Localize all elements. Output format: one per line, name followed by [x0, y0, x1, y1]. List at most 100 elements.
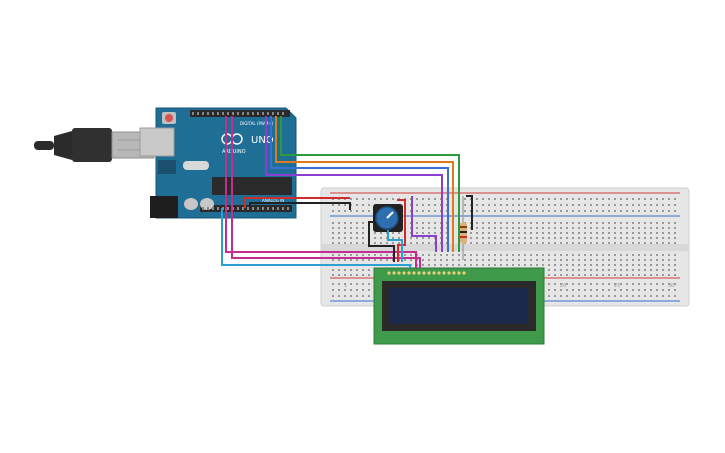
breadboard-hole[interactable]: [662, 295, 664, 297]
breadboard-hole[interactable]: [392, 242, 394, 244]
breadboard-hole[interactable]: [578, 274, 580, 276]
breadboard-hole[interactable]: [608, 254, 610, 256]
resistor[interactable]: [460, 196, 467, 260]
breadboard-hole[interactable]: [608, 259, 610, 261]
breadboard-hole[interactable]: [434, 222, 436, 224]
breadboard-hole[interactable]: [590, 227, 592, 229]
breadboard-hole[interactable]: [434, 210, 436, 212]
breadboard-hole[interactable]: [614, 274, 616, 276]
breadboard-hole[interactable]: [548, 259, 550, 261]
breadboard-hole[interactable]: [488, 222, 490, 224]
breadboard-hole[interactable]: [368, 283, 370, 285]
breadboard-hole[interactable]: [332, 237, 334, 239]
breadboard-hole[interactable]: [620, 204, 622, 206]
breadboard-hole[interactable]: [656, 222, 658, 224]
breadboard-hole[interactable]: [572, 232, 574, 234]
breadboard-hole[interactable]: [554, 232, 556, 234]
breadboard-hole[interactable]: [554, 259, 556, 261]
breadboard-hole[interactable]: [644, 204, 646, 206]
breadboard-hole[interactable]: [644, 227, 646, 229]
breadboard-hole[interactable]: [506, 242, 508, 244]
breadboard-hole[interactable]: [530, 264, 532, 266]
breadboard-hole[interactable]: [500, 237, 502, 239]
lcd-pin[interactable]: [407, 271, 411, 275]
breadboard-hole[interactable]: [560, 198, 562, 200]
breadboard-hole[interactable]: [566, 242, 568, 244]
breadboard-hole[interactable]: [518, 198, 520, 200]
breadboard-hole[interactable]: [356, 237, 358, 239]
breadboard-hole[interactable]: [578, 295, 580, 297]
breadboard-hole[interactable]: [650, 198, 652, 200]
breadboard-hole[interactable]: [494, 232, 496, 234]
breadboard-hole[interactable]: [620, 227, 622, 229]
lcd-pin[interactable]: [462, 271, 466, 275]
breadboard-hole[interactable]: [542, 259, 544, 261]
breadboard-hole[interactable]: [332, 232, 334, 234]
breadboard-hole[interactable]: [488, 204, 490, 206]
breadboard-hole[interactable]: [662, 274, 664, 276]
breadboard-hole[interactable]: [638, 289, 640, 291]
breadboard-hole[interactable]: [452, 259, 454, 261]
breadboard-hole[interactable]: [584, 264, 586, 266]
breadboard-hole[interactable]: [548, 237, 550, 239]
breadboard-hole[interactable]: [506, 204, 508, 206]
breadboard-hole[interactable]: [638, 274, 640, 276]
breadboard-hole[interactable]: [644, 237, 646, 239]
digital-pin[interactable]: [197, 112, 199, 115]
breadboard-hole[interactable]: [632, 254, 634, 256]
breadboard-hole[interactable]: [332, 227, 334, 229]
breadboard-hole[interactable]: [662, 210, 664, 212]
power-analog-pin[interactable]: [212, 207, 214, 210]
breadboard-hole[interactable]: [608, 222, 610, 224]
breadboard-hole[interactable]: [410, 242, 412, 244]
power-analog-pin[interactable]: [257, 207, 259, 210]
breadboard-hole[interactable]: [626, 222, 628, 224]
breadboard-hole[interactable]: [356, 259, 358, 261]
breadboard-hole[interactable]: [368, 198, 370, 200]
breadboard-hole[interactable]: [542, 198, 544, 200]
breadboard-hole[interactable]: [476, 227, 478, 229]
breadboard-hole[interactable]: [644, 254, 646, 256]
breadboard-hole[interactable]: [620, 283, 622, 285]
breadboard-hole[interactable]: [566, 232, 568, 234]
breadboard-hole[interactable]: [512, 254, 514, 256]
breadboard-hole[interactable]: [464, 204, 466, 206]
digital-pin[interactable]: [237, 112, 239, 115]
breadboard-hole[interactable]: [386, 259, 388, 261]
breadboard-hole[interactable]: [650, 269, 652, 271]
breadboard-hole[interactable]: [362, 204, 364, 206]
breadboard-hole[interactable]: [626, 283, 628, 285]
breadboard-hole[interactable]: [668, 237, 670, 239]
digital-pin[interactable]: [212, 112, 214, 115]
breadboard-hole[interactable]: [644, 289, 646, 291]
breadboard-hole[interactable]: [650, 274, 652, 276]
breadboard-hole[interactable]: [494, 210, 496, 212]
breadboard-hole[interactable]: [584, 269, 586, 271]
breadboard-hole[interactable]: [338, 222, 340, 224]
breadboard-hole[interactable]: [596, 274, 598, 276]
breadboard-hole[interactable]: [560, 289, 562, 291]
breadboard-hole[interactable]: [344, 259, 346, 261]
breadboard-hole[interactable]: [590, 264, 592, 266]
breadboard-hole[interactable]: [422, 232, 424, 234]
breadboard-hole[interactable]: [356, 198, 358, 200]
breadboard-hole[interactable]: [350, 274, 352, 276]
breadboard-hole[interactable]: [422, 210, 424, 212]
breadboard-hole[interactable]: [374, 237, 376, 239]
breadboard-hole[interactable]: [524, 232, 526, 234]
power-analog-pin[interactable]: [247, 207, 249, 210]
breadboard-hole[interactable]: [500, 198, 502, 200]
breadboard-hole[interactable]: [650, 283, 652, 285]
breadboard-hole[interactable]: [602, 269, 604, 271]
breadboard-hole[interactable]: [356, 204, 358, 206]
breadboard-hole[interactable]: [656, 254, 658, 256]
breadboard-hole[interactable]: [638, 237, 640, 239]
breadboard-hole[interactable]: [578, 242, 580, 244]
breadboard-hole[interactable]: [644, 274, 646, 276]
breadboard-hole[interactable]: [554, 289, 556, 291]
breadboard-hole[interactable]: [632, 237, 634, 239]
breadboard-hole[interactable]: [362, 295, 364, 297]
breadboard-hole[interactable]: [536, 198, 538, 200]
wire-magenta-a[interactable]: [231, 116, 421, 268]
breadboard-hole[interactable]: [620, 264, 622, 266]
